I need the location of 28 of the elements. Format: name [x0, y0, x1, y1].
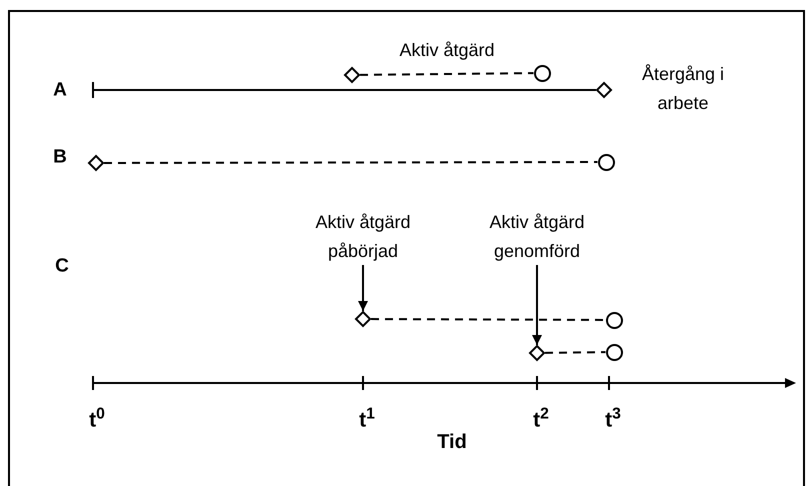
row-label: A — [53, 80, 67, 100]
row-label: C — [55, 256, 69, 276]
diamond-marker — [344, 67, 360, 83]
connector-line — [94, 89, 596, 91]
connector-line — [544, 351, 606, 354]
tick-label: t$^{1}$ — [359, 410, 375, 430]
diamond-marker — [355, 311, 371, 327]
circle-marker — [606, 312, 622, 328]
tick-label: t$^{0}$ — [89, 410, 105, 430]
axis-title: Tid — [437, 432, 467, 452]
circle-marker — [598, 154, 614, 170]
row-label: B — [53, 148, 67, 166]
diamond-marker — [596, 82, 612, 98]
arrow — [358, 265, 368, 311]
connector-line — [371, 318, 606, 321]
tick-label: t$^{3}$ — [605, 410, 621, 430]
tick-label: t$^{2}$ — [533, 410, 549, 430]
connector-line — [104, 161, 598, 164]
diamond-marker — [529, 345, 545, 361]
circle-marker — [534, 64, 550, 82]
annotation-text: Aktiv åtgärd genomförd — [472, 209, 602, 265]
annotation-text: Aktiv åtgärd påbörjad — [298, 209, 428, 265]
bar-marker — [92, 82, 94, 98]
arrow — [532, 265, 542, 345]
connector-line — [360, 72, 534, 76]
node-caption: Återgång i arbete — [640, 63, 726, 115]
circle-marker — [606, 344, 622, 360]
diamond-marker — [88, 155, 104, 171]
